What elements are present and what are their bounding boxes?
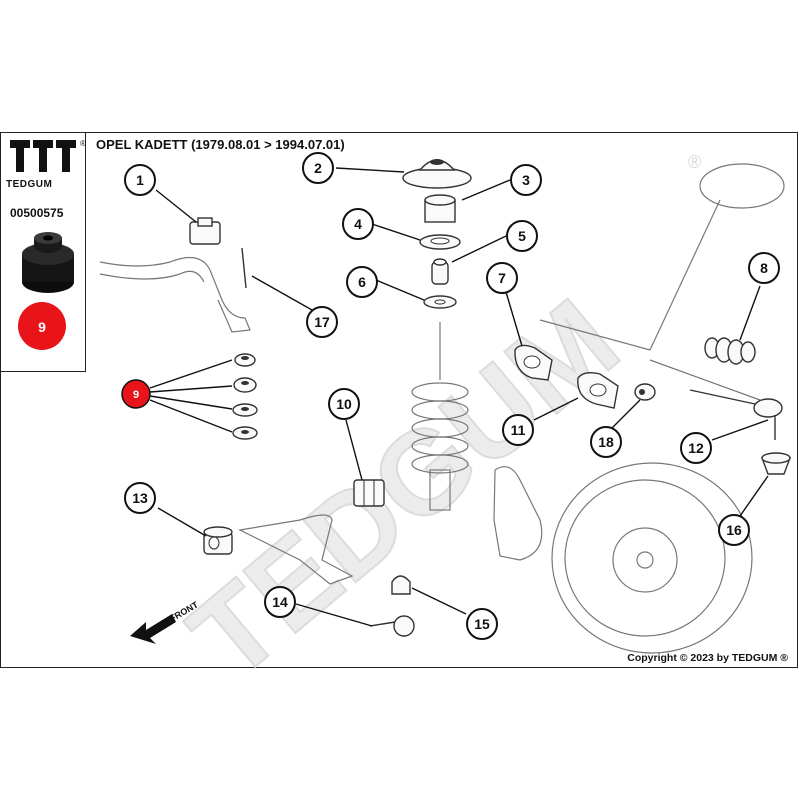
wheel-drawing (551, 462, 753, 654)
callout-18-label: 18 (598, 434, 614, 450)
product-thumbnail-image (22, 232, 74, 293)
callout-6[interactable]: 6 (346, 266, 378, 298)
callout-1[interactable]: 1 (124, 164, 156, 196)
part-1-drawing (189, 217, 221, 245)
callout-3-label: 3 (522, 172, 530, 188)
callout-12-label: 12 (688, 440, 704, 456)
watermark-text: TEDGUM (166, 274, 643, 704)
part-9-drawing (232, 353, 258, 440)
diagram-title: OPEL KADETT (1979.08.01 > 1994.07.01) (96, 137, 345, 152)
callout-16[interactable]: 16 (718, 514, 750, 546)
callout-8-label: 8 (760, 260, 768, 276)
callout-9[interactable]: 9 (121, 379, 151, 409)
callout-3[interactable]: 3 (510, 164, 542, 196)
callout-10-label: 10 (336, 396, 352, 412)
callout-1-label: 1 (136, 172, 144, 188)
callout-2-label: 2 (314, 160, 322, 176)
leader-lines (149, 167, 769, 627)
callout-13-label: 13 (132, 490, 148, 506)
part-5-drawing (431, 258, 449, 285)
callout-12[interactable]: 12 (680, 432, 712, 464)
callout-4[interactable]: 4 (342, 208, 374, 240)
callout-15-label: 15 (474, 616, 490, 632)
part-15-drawing (391, 575, 411, 595)
part-7-drawing (514, 344, 553, 381)
callout-8[interactable]: 8 (748, 252, 780, 284)
callout-7[interactable]: 7 (486, 262, 518, 294)
part-2-drawing (402, 159, 472, 189)
part-16-drawing (760, 452, 792, 475)
brand-name: TEDGUM (6, 179, 53, 190)
strut-spring-drawing (411, 322, 469, 511)
selected-part-badge-label: 9 (38, 319, 46, 335)
sidebar-panel (0, 132, 86, 372)
copyright-notice: Copyright © 2023 by TEDGUM ® (627, 652, 788, 664)
stabilizer-bar-drawing (99, 256, 251, 333)
part-10-drawing (353, 479, 385, 507)
callout-6-label: 6 (358, 274, 366, 290)
control-arm-drawing (238, 514, 354, 585)
callout-7-label: 7 (498, 270, 506, 286)
diagram-frame (0, 132, 798, 668)
callout-5-label: 5 (518, 228, 526, 244)
part-14-drawing (369, 615, 415, 637)
stabilizer-bar-edge (99, 270, 205, 283)
steering-linkage-drawing (539, 163, 785, 401)
callout-10[interactable]: 10 (328, 388, 360, 420)
selected-part-badge[interactable]: 9 (18, 302, 66, 350)
callout-11-label: 11 (511, 422, 526, 438)
steering-knuckle-drawing (493, 466, 543, 561)
callout-18[interactable]: 18 (590, 426, 622, 458)
callout-17[interactable]: 17 (306, 306, 338, 338)
part-18-drawing (634, 383, 656, 401)
part-12-drawing (689, 389, 783, 440)
callout-11[interactable]: 11 (502, 414, 534, 446)
part-6-drawing (423, 295, 457, 309)
callout-13[interactable]: 13 (124, 482, 156, 514)
callout-14[interactable]: 14 (264, 586, 296, 618)
callout-15[interactable]: 15 (466, 608, 498, 640)
svg-text:®: ® (80, 139, 86, 148)
part-13-drawing (203, 526, 233, 555)
callout-4-label: 4 (354, 216, 362, 232)
callout-5[interactable]: 5 (506, 220, 538, 252)
callout-9-label: 9 (133, 389, 139, 401)
callout-17-label: 17 (314, 314, 330, 330)
callout-16-label: 16 (726, 522, 742, 538)
tedgum-logo-icon: ® (10, 139, 86, 172)
part-8-drawing (704, 337, 756, 365)
part-17-drawing (241, 247, 247, 289)
watermark-mark: ® (688, 152, 701, 172)
part-3-drawing (424, 194, 456, 223)
part-4-drawing (419, 234, 461, 250)
part-11-drawing (577, 371, 619, 409)
product-code: 00500575 (10, 206, 64, 220)
callout-14-label: 14 (272, 594, 288, 610)
callout-2[interactable]: 2 (302, 152, 334, 184)
